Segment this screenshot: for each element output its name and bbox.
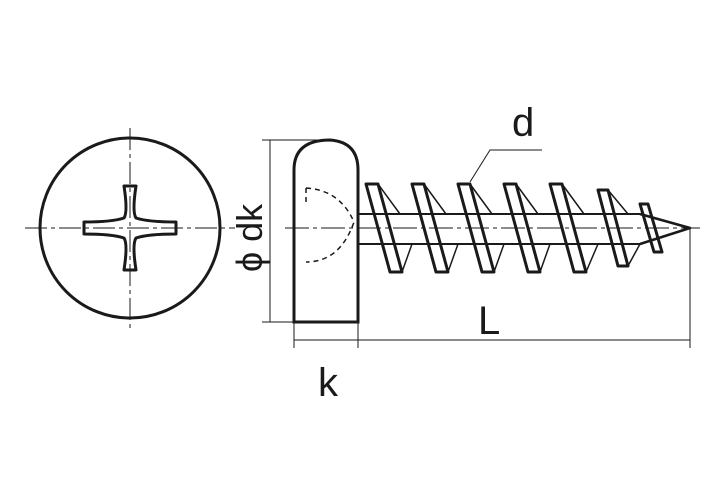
recess-hidden-line — [305, 187, 355, 263]
thread-roots — [377, 183, 641, 273]
thread-diameter-label: d — [512, 101, 534, 145]
screw-side-view — [285, 138, 700, 324]
head-diameter-label: ϕ dk — [229, 203, 270, 272]
screw-head-profile — [292, 138, 360, 324]
dimension-lines — [262, 139, 691, 348]
head-top-view — [25, 128, 235, 328]
phillips-cross-recess-icon — [82, 184, 178, 272]
d-leader-line — [469, 149, 542, 183]
head-height-label: k — [318, 361, 339, 405]
length-label: L — [478, 299, 500, 343]
